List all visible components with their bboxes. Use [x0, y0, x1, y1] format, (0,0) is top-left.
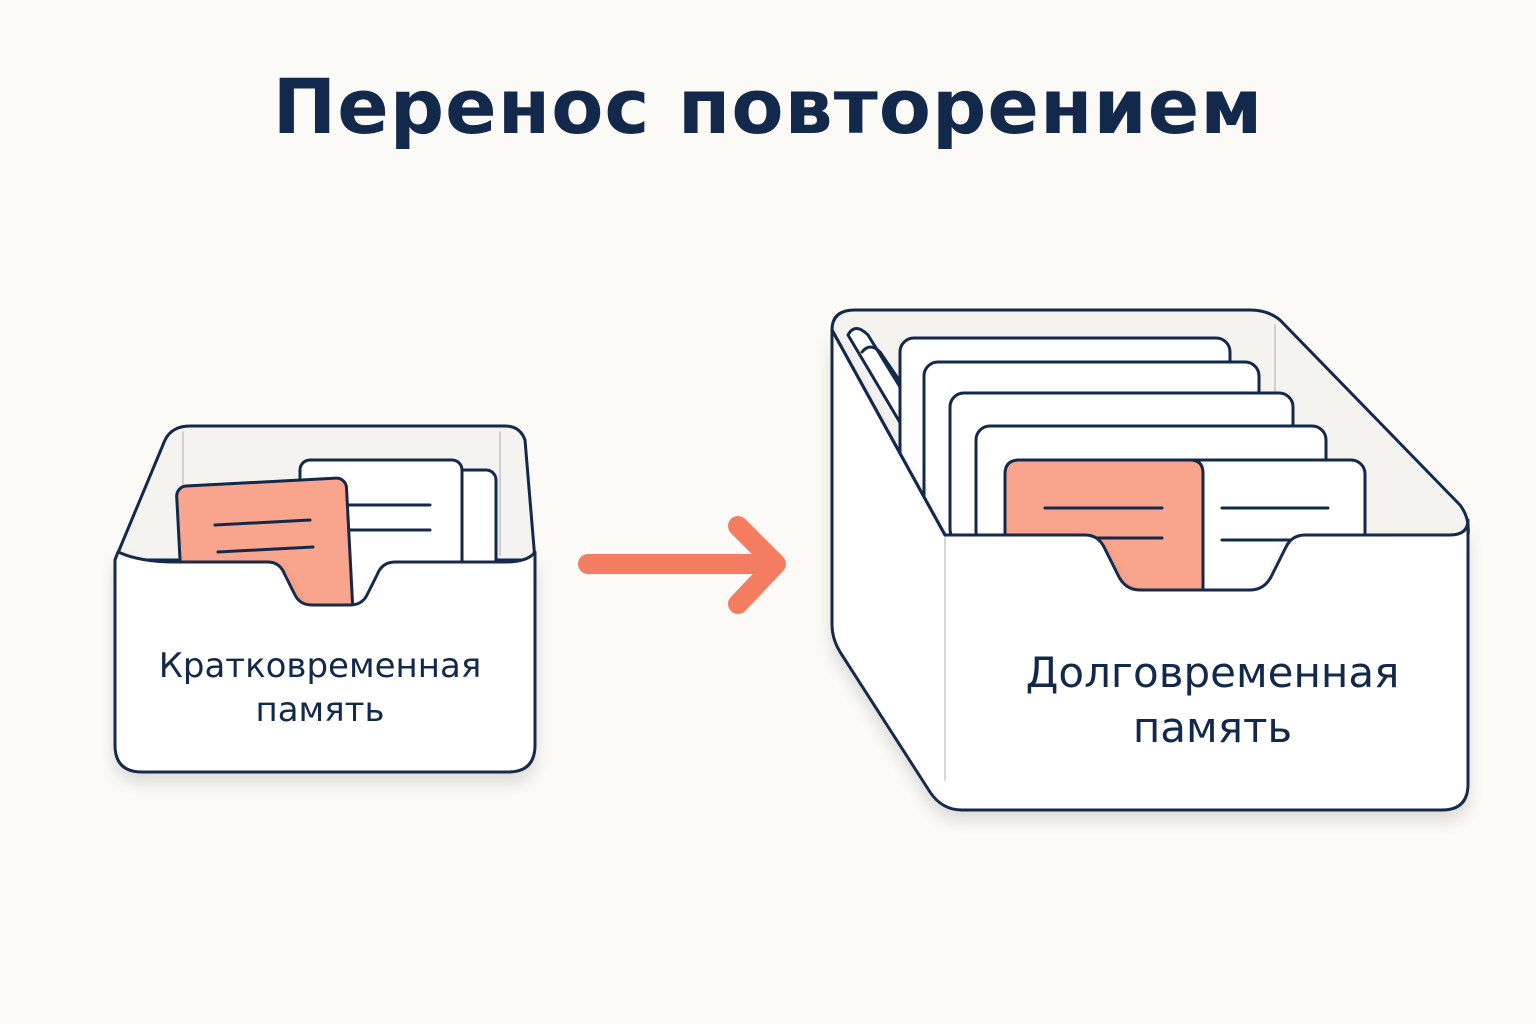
- short-term-memory-label: Кратковременная память: [115, 644, 525, 732]
- index-card-icon: [1003, 458, 1367, 592]
- arrow-right-icon: [578, 516, 786, 614]
- short-term-box: [113, 424, 537, 774]
- short-term-label-line2: память: [255, 690, 385, 731]
- short-term-label-line1: Кратковременная: [158, 646, 482, 686]
- long-term-label-line1: Долговременная: [1025, 648, 1400, 697]
- page-title: Перенос повторением: [272, 62, 1264, 151]
- short-term-box-front: [113, 550, 537, 774]
- long-term-box-front: [830, 328, 1470, 812]
- long-term-label-line2: память: [1132, 702, 1293, 752]
- long-term-memory-label: Долговременная память: [945, 646, 1480, 755]
- long-term-box: [830, 308, 1470, 812]
